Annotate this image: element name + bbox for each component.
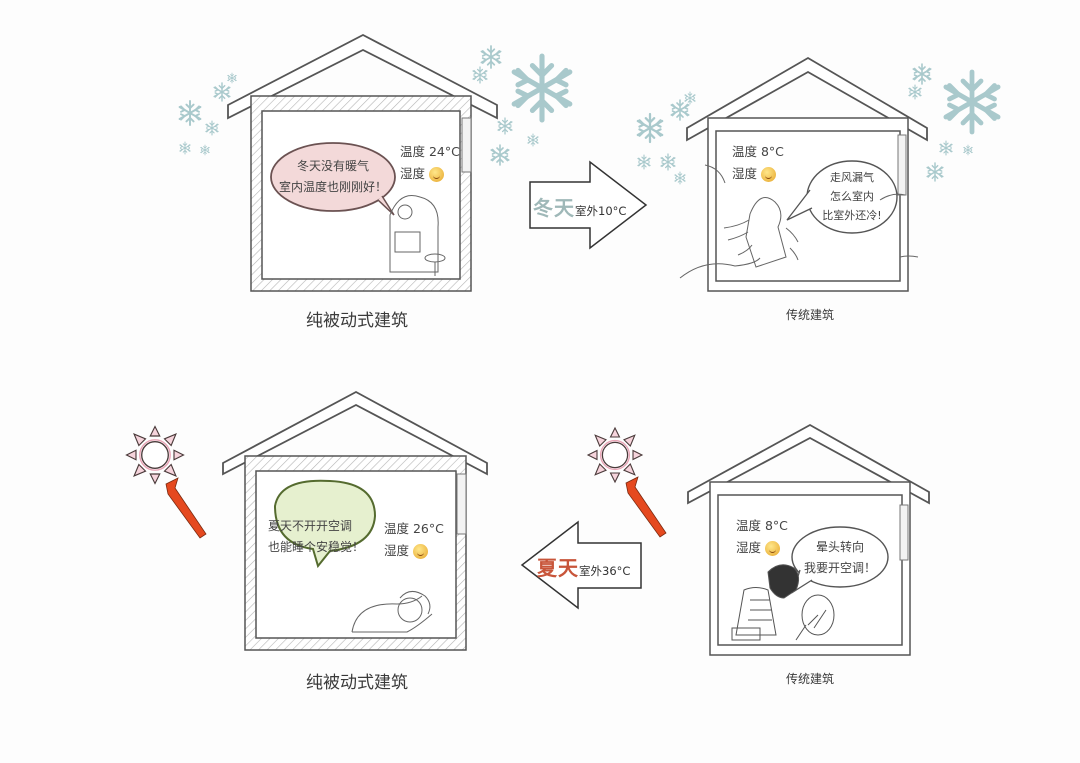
smiley-face-icon xyxy=(761,167,777,182)
bubble-summer-passive: 夏天不开开空调 也能睡个安稳觉！ xyxy=(268,516,378,558)
caption-winter-traditional: 传统建筑 xyxy=(786,308,835,322)
bubble-line: 室内温度也刚刚好！ xyxy=(278,180,387,194)
bubble-line: 晕头转向 xyxy=(815,540,864,554)
bubble-line: 走风漏气 xyxy=(830,171,874,184)
caption-summer-passive: 纯被动式建筑 xyxy=(306,673,408,693)
humidity-label: 湿度 xyxy=(732,166,758,181)
bubble-line: 比室外还冷! xyxy=(822,209,882,222)
house-summer-traditional xyxy=(687,423,930,656)
temperature-label: 温度 8°C xyxy=(736,518,788,533)
season-label-winter: 冬天 xyxy=(533,196,575,220)
caption-summer-traditional: 传统建筑 xyxy=(786,672,835,686)
season-label-summer: 夏天 xyxy=(537,556,579,580)
humidity-label: 湿度 xyxy=(384,543,410,558)
smiley-face-icon xyxy=(429,167,445,182)
bubble-line: 冬天没有暖气 xyxy=(296,159,369,173)
outside-temp-winter: 室外10°C xyxy=(575,204,627,218)
temperature-label: 温度 24°C xyxy=(400,144,460,159)
house-winter-passive xyxy=(227,33,498,292)
bubble-summer-traditional: 晕头转向 我要开空调！ xyxy=(796,537,884,579)
bubble-line: 我要开空调！ xyxy=(803,561,876,575)
bubble-line: 怎么室内 xyxy=(830,190,874,203)
bubble-winter-traditional: 走风漏气 怎么室内 比室外还冷! xyxy=(812,168,892,225)
arrow-winter-right xyxy=(529,160,648,250)
snowflakes-right xyxy=(908,63,998,182)
laughing-face-icon xyxy=(413,544,429,559)
house-winter-traditional xyxy=(679,56,928,292)
arrow-summer-label: 夏天 室外36°C xyxy=(537,552,630,581)
sun-icon-left xyxy=(125,425,207,539)
humidity-label: 湿度 xyxy=(736,540,762,555)
temperature-label: 温度 26°C xyxy=(384,521,444,536)
bubble-line: 也能睡个安稳觉！ xyxy=(268,540,365,554)
readings-winter-passive: 温度 24°C 湿度 xyxy=(400,141,460,185)
snowflakes-middle xyxy=(472,45,696,185)
arrow-summer-left xyxy=(520,520,642,610)
readings-summer-traditional: 温度 8°C 湿度 xyxy=(736,515,788,559)
readings-winter-traditional: 温度 8°C 湿度 xyxy=(732,141,784,185)
humidity-label: 湿度 xyxy=(400,166,426,181)
bubble-winter-passive: 冬天没有暖气 室内温度也刚刚好！ xyxy=(271,156,395,198)
caption-winter-passive: 纯被动式建筑 xyxy=(306,311,408,331)
readings-summer-passive: 温度 26°C 湿度 xyxy=(384,518,444,562)
temperature-label: 温度 8°C xyxy=(732,144,784,159)
sun-icon-right xyxy=(587,427,667,538)
bubble-line: 夏天不开开空调 xyxy=(268,519,353,533)
outside-temp-summer: 室外36°C xyxy=(579,564,631,578)
smiley-face-icon xyxy=(765,541,781,556)
arrow-winter-label: 冬天 室外10°C xyxy=(533,192,626,221)
